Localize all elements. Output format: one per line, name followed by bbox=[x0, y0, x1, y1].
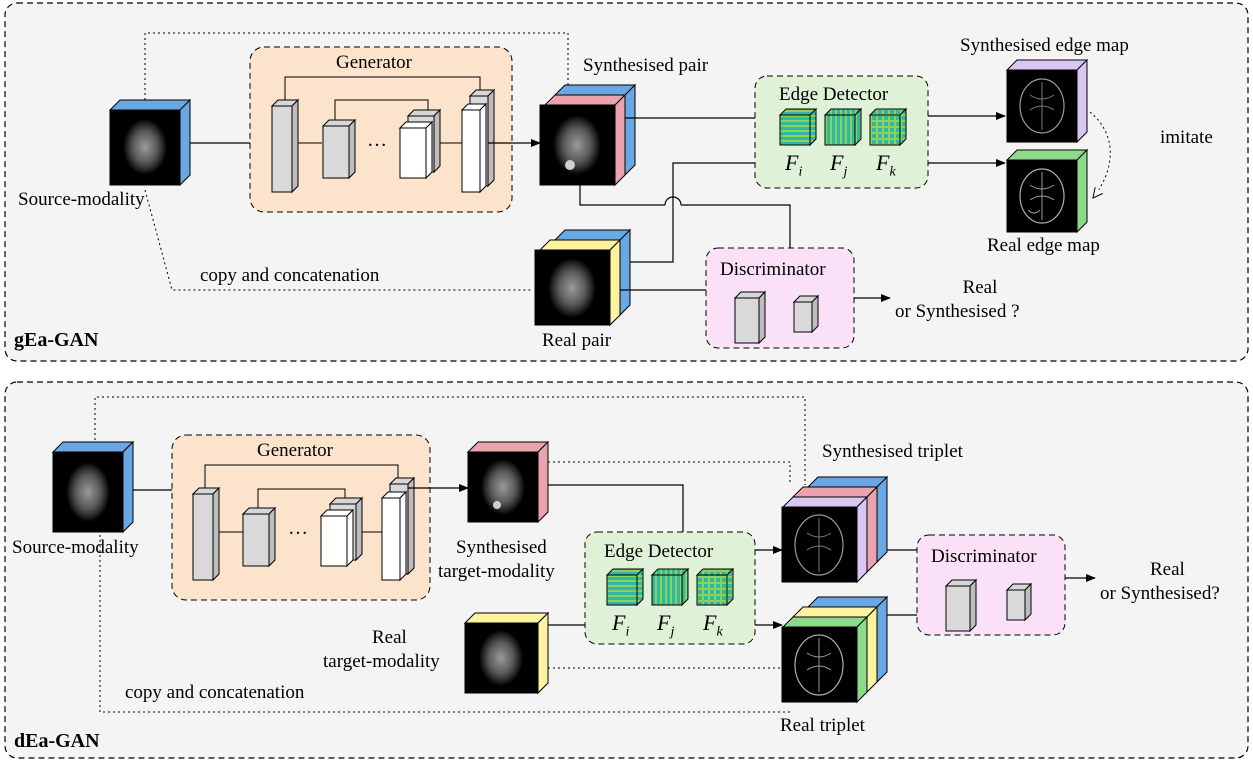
bottom-synth-triplet-label: Synthesised triplet bbox=[822, 441, 963, 462]
top-edge-detector-title: Edge Detector bbox=[779, 84, 889, 105]
top-filter-fj bbox=[823, 107, 863, 147]
top-filter-fk bbox=[868, 107, 908, 147]
top-source-label: Source-modality bbox=[18, 189, 145, 210]
top-filter-fk-label: Fk bbox=[876, 150, 896, 180]
bottom-real-triplet-label: Real triplet bbox=[780, 715, 865, 736]
top-synth-edge-map bbox=[1005, 58, 1089, 144]
bottom-output-line2: or Synthesised? bbox=[1100, 583, 1220, 604]
bottom-copy-line-synth bbox=[548, 461, 791, 482]
bottom-synth-target-line1: Synthesised bbox=[456, 537, 547, 558]
bottom-filter-fi bbox=[605, 567, 645, 607]
top-generator-ellipsis: … bbox=[367, 129, 387, 151]
bottom-source-label: Source-modality bbox=[12, 537, 139, 558]
top-generator-box bbox=[249, 46, 513, 213]
bottom-synth-triplet-image bbox=[781, 475, 889, 584]
top-real-edge-map-label: Real edge map bbox=[987, 235, 1100, 256]
bottom-real-target-image bbox=[463, 611, 550, 695]
bottom-real-target-line1: Real bbox=[372, 627, 407, 648]
bottom-output-line1: Real bbox=[1150, 559, 1185, 580]
bottom-real-triplet-image bbox=[781, 595, 889, 704]
bottom-generator-box bbox=[171, 434, 431, 601]
bottom-discriminator-title: Discriminator bbox=[931, 546, 1037, 567]
top-real-edge-map bbox=[1005, 148, 1089, 234]
bottom-synth-target-line2: target-modality bbox=[438, 561, 555, 582]
top-filter-fi bbox=[778, 107, 818, 147]
top-discriminator-title: Discriminator bbox=[720, 259, 826, 280]
top-discriminator-layers bbox=[733, 290, 820, 345]
bottom-generator-layers bbox=[191, 464, 416, 582]
bottom-filter-fj-label: Fj bbox=[657, 610, 675, 640]
bottom-edge-detector-title: Edge Detector bbox=[604, 541, 714, 562]
top-copy-line-upper bbox=[144, 32, 569, 100]
bottom-generator-title: Generator bbox=[257, 440, 333, 461]
top-real-pair-image bbox=[534, 228, 632, 327]
bottom-generator-ellipsis: … bbox=[288, 517, 308, 539]
top-synth-edge-map-label: Synthesised edge map bbox=[960, 35, 1129, 56]
top-filter-fi-label: Fi bbox=[785, 150, 803, 180]
top-copy-concat-label: copy and concatenation bbox=[200, 265, 380, 286]
top-source-image bbox=[108, 98, 192, 187]
bottom-source-image bbox=[51, 440, 135, 534]
top-synth-pair-label: Synthesised pair bbox=[583, 55, 709, 76]
bottom-filter-fj bbox=[650, 567, 690, 607]
bottom-synth-target-image bbox=[466, 440, 550, 524]
bottom-copy-concat-label: copy and concatenation bbox=[125, 682, 305, 703]
top-imitate-label: imitate bbox=[1160, 127, 1213, 148]
top-generator-layers bbox=[270, 76, 496, 194]
top-panel-label: gEa-GAN bbox=[14, 329, 99, 351]
top-filter-fj-label: Fj bbox=[830, 150, 848, 180]
bottom-panel-label: dEa-GAN bbox=[14, 730, 100, 752]
bottom-copy-line-upper bbox=[94, 396, 806, 485]
top-output-line1: Real bbox=[962, 277, 998, 298]
bottom-filter-fi-label: Fi bbox=[612, 610, 630, 640]
bottom-discriminator-layers bbox=[944, 578, 1033, 633]
bottom-filter-fk-label: Fk bbox=[703, 610, 723, 640]
imitate-arrow bbox=[1089, 111, 1111, 198]
top-output-line2: or Synthesised ? bbox=[895, 301, 1020, 322]
top-real-pair-label: Real pair bbox=[542, 330, 612, 351]
top-synth-pair-image bbox=[539, 83, 637, 187]
top-generator-title: Generator bbox=[336, 52, 412, 73]
bottom-copy-line-lower bbox=[99, 520, 790, 713]
bottom-real-target-line2: target-modality bbox=[323, 651, 440, 672]
bottom-filter-fk bbox=[695, 567, 735, 607]
